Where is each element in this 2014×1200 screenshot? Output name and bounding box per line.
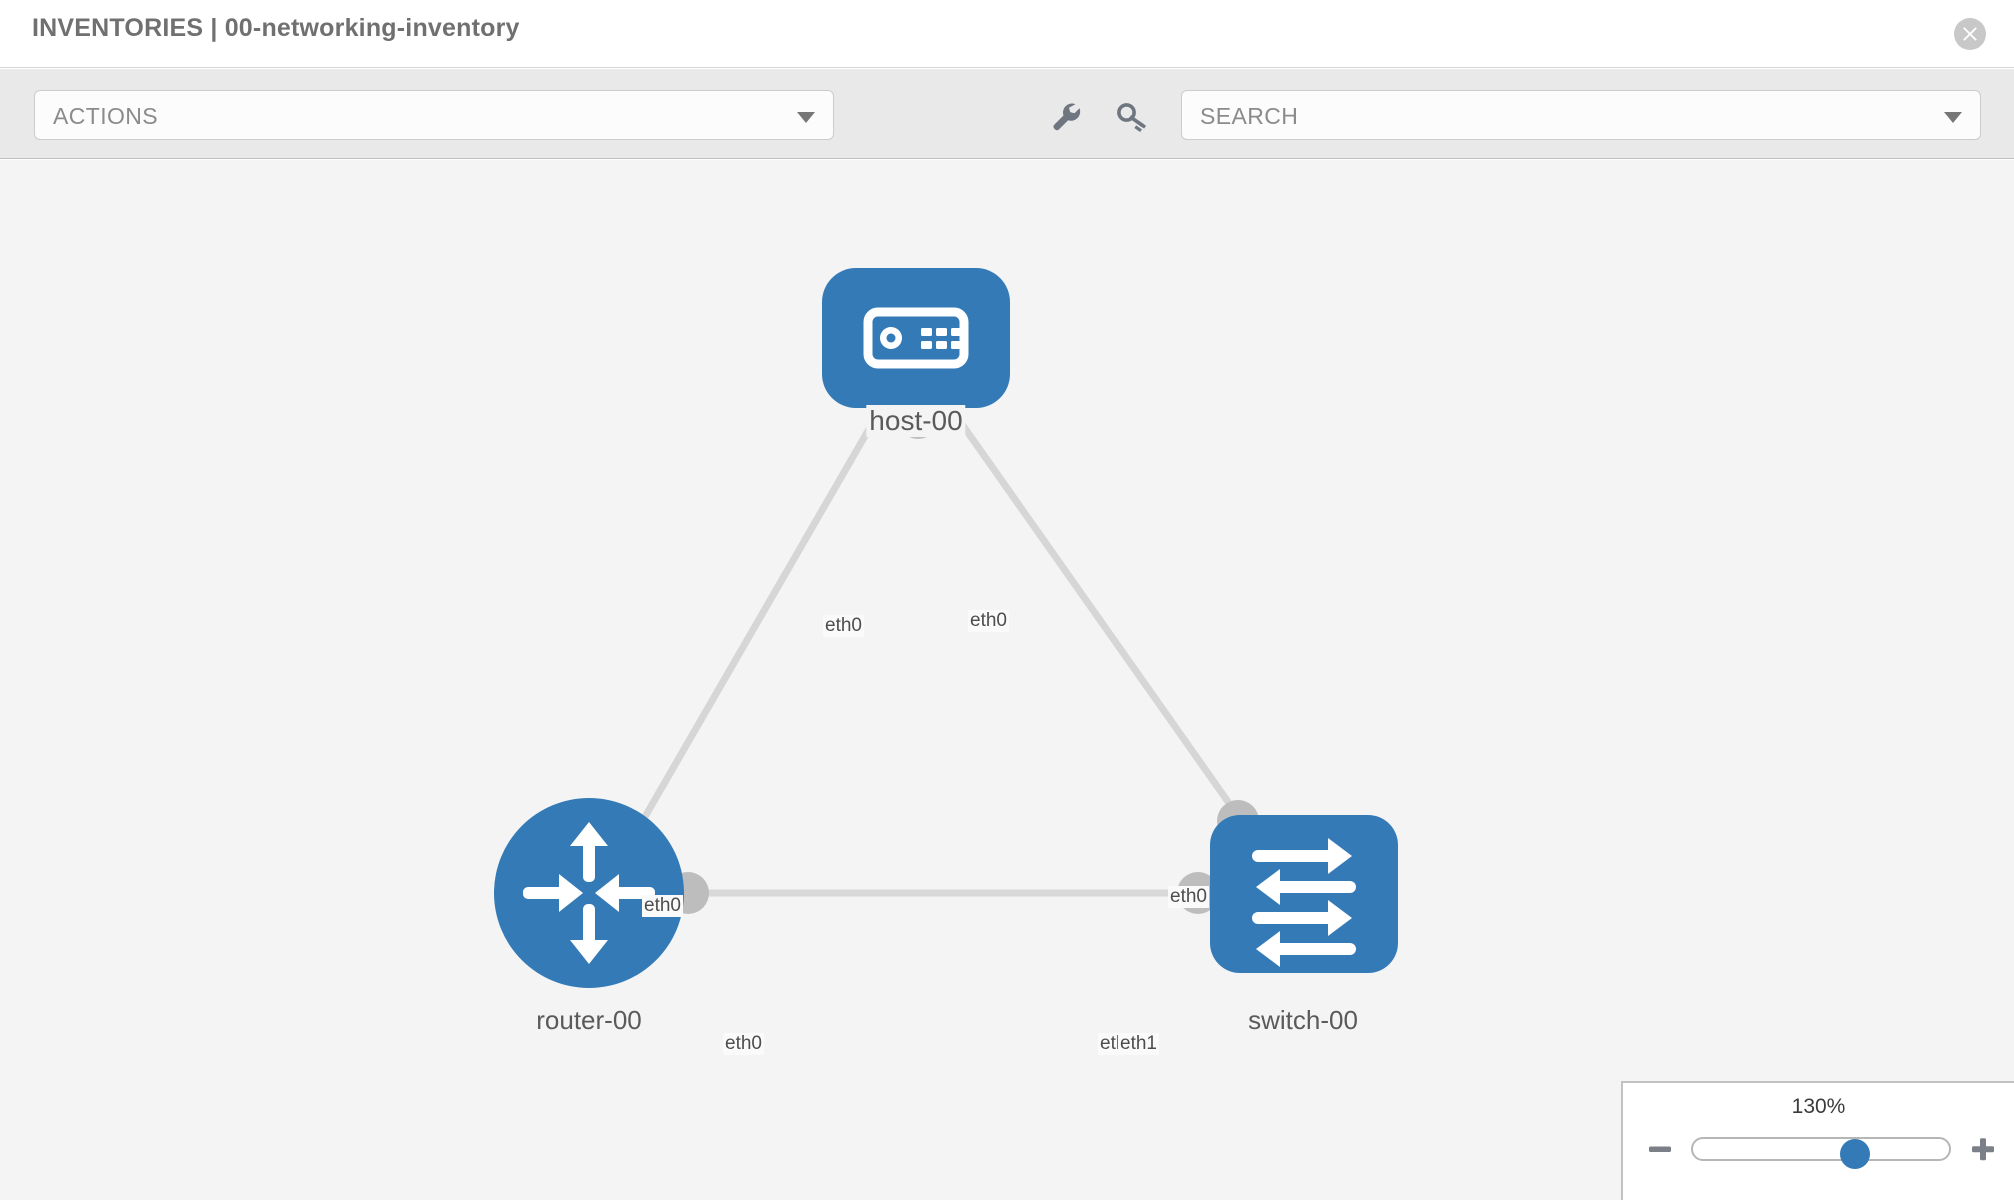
node-label-switch-00: switch-00 [1245, 1005, 1361, 1036]
zoom-level-value: 130% [1791, 1095, 1846, 1118]
topology-links [616, 407, 1270, 897]
page-header: INVENTORIES | 00-networking-inventory [0, 0, 2014, 68]
page-title: INVENTORIES | 00-networking-inventory [32, 14, 520, 42]
interface-label: eth0 [723, 1033, 764, 1055]
link-host00-router00[interactable] [616, 408, 884, 862]
node-router-00[interactable] [494, 798, 684, 988]
interface-label: eth1 [1118, 1033, 1159, 1055]
interface-label: eth0 [1168, 886, 1209, 908]
node-label-router-00: router-00 [533, 1005, 645, 1036]
close-icon[interactable] [1954, 18, 1986, 50]
zoom-slider-track[interactable] [1691, 1137, 1951, 1169]
node-label-host-00: host-00 [866, 405, 966, 437]
switch-icon [1252, 838, 1356, 967]
minus-icon[interactable] [1645, 1134, 1675, 1164]
chevron-down-icon [1944, 112, 1962, 123]
actions-dropdown-label: ACTIONS [53, 103, 159, 129]
link-host00-switch00[interactable] [949, 407, 1265, 853]
server-icon [863, 307, 969, 369]
wrench-icon[interactable] [1046, 97, 1086, 137]
zoom-control-panel: 130% [1621, 1081, 2014, 1200]
search-input[interactable]: SEARCH [1181, 90, 1981, 140]
topology-connectors [667, 397, 1259, 914]
node-switch-00[interactable] [1210, 815, 1398, 973]
key-icon[interactable] [1112, 97, 1152, 137]
topology-svg [494, 268, 1398, 988]
interface-label: eth0 [823, 615, 864, 637]
interface-label: eth0 [642, 895, 683, 917]
plus-icon[interactable] [1968, 1134, 1998, 1164]
chevron-down-icon [797, 112, 815, 123]
zoom-slider-thumb[interactable] [1840, 1139, 1870, 1169]
topology-canvas[interactable]: host-00 router-00 switch-00 eth0 eth0 et… [0, 160, 2014, 1200]
toolbar: ACTIONS SEARCH [0, 69, 2014, 159]
search-placeholder: SEARCH [1200, 103, 1299, 129]
interface-label: eth0 [968, 610, 1009, 632]
router-icon [523, 822, 655, 964]
node-host-00[interactable] [822, 268, 1010, 408]
actions-dropdown[interactable]: ACTIONS [34, 90, 834, 140]
